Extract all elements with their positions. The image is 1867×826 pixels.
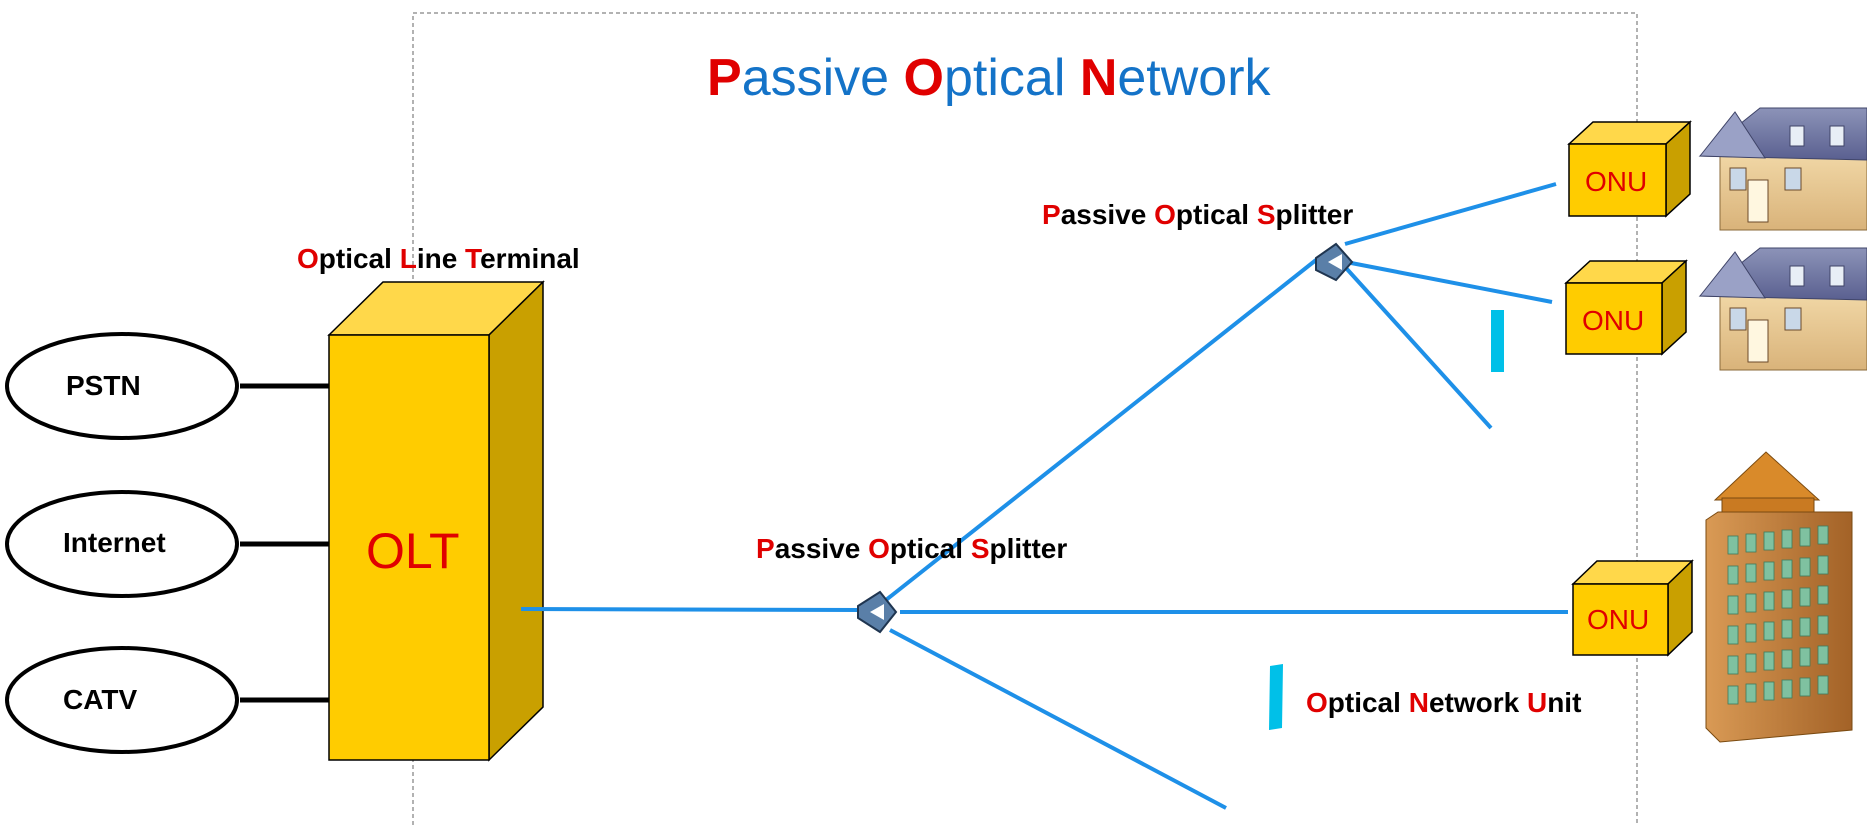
internet-oval bbox=[5, 490, 239, 598]
onu-box-3 bbox=[1571, 559, 1694, 657]
marker-bar-upper bbox=[1491, 310, 1504, 372]
fiber-lines bbox=[520, 182, 1568, 810]
splitter-icon-upper bbox=[1315, 242, 1354, 282]
splitter-main-caption: Passive Optical Splitter bbox=[756, 533, 1068, 564]
internet-label: Internet bbox=[63, 527, 166, 558]
onu-caption: Optical Network Unit bbox=[1306, 687, 1582, 718]
house-icon-2 bbox=[1698, 247, 1867, 371]
onu-label-3: ONU bbox=[1587, 604, 1650, 635]
office-building-icon bbox=[1705, 451, 1853, 743]
splitter-icon-main bbox=[857, 590, 898, 634]
catv-oval bbox=[5, 646, 239, 754]
olt-label: OLT bbox=[366, 523, 460, 579]
olt-box bbox=[327, 280, 545, 762]
onu-box-2 bbox=[1564, 259, 1688, 356]
onu-box-1 bbox=[1567, 120, 1692, 218]
house-icon-1 bbox=[1698, 107, 1867, 231]
olt-caption: Optical Line Terminal bbox=[297, 243, 580, 274]
marker-bar-lower bbox=[1269, 664, 1283, 730]
pstn-label: PSTN bbox=[66, 370, 141, 401]
onu-label-1: ONU bbox=[1585, 166, 1648, 197]
pstn-oval bbox=[5, 332, 239, 440]
onu-label-2: ONU bbox=[1582, 305, 1645, 336]
diagram-title: Passive Optical Network bbox=[707, 49, 1271, 107]
catv-label: CATV bbox=[63, 684, 138, 715]
splitter-upper-caption: Passive Optical Splitter bbox=[1042, 199, 1354, 230]
